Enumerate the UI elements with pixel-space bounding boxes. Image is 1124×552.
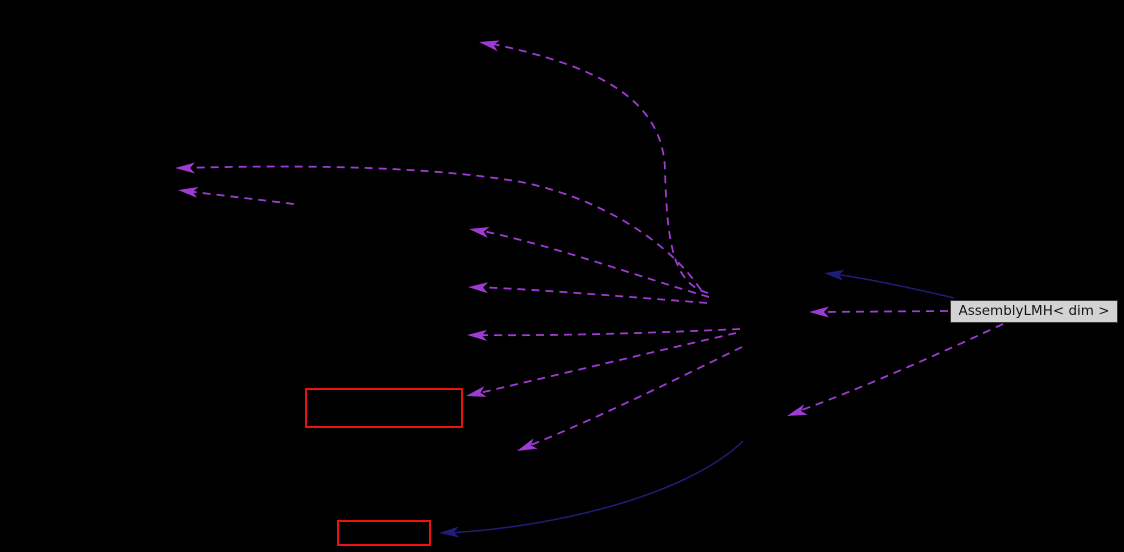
arrowhead <box>467 329 488 341</box>
truncated-node-1[interactable] <box>305 388 463 428</box>
arrowhead <box>787 404 808 416</box>
usage-edge-to-truncated-node-1 <box>466 332 737 397</box>
arrowhead <box>824 269 845 281</box>
arrowhead <box>178 186 199 198</box>
arrowhead <box>517 438 538 451</box>
usage-edge-to-lower-node <box>517 346 743 451</box>
usage-edge-to-mid-node-2 <box>468 282 708 304</box>
node-assemblylmh[interactable]: AssemblyLMH< dim > <box>950 300 1118 323</box>
arrowhead <box>466 386 487 397</box>
inheritance-edge-to-truncated-node-2 <box>439 440 744 538</box>
usage-edge-assemblylmh-to-lower-node <box>787 323 1004 416</box>
usage-edge-to-left-node-1 <box>175 162 702 291</box>
arrowhead <box>175 162 195 174</box>
arrowhead <box>439 526 460 538</box>
usage-edge-to-mid-node-3 <box>467 328 741 341</box>
usage-edge-to-top-node <box>479 40 709 294</box>
inheritance-edge-assemblylmh-to-center <box>824 269 955 299</box>
usage-edge-to-mid-node-1 <box>469 227 710 298</box>
arrowhead <box>468 282 489 294</box>
truncated-node-2[interactable] <box>337 520 431 546</box>
usage-edge-to-left-node-2 <box>178 186 295 205</box>
arrowhead <box>809 306 829 318</box>
arrowhead <box>479 40 500 52</box>
usage-edge-assemblylmh-to-center <box>809 306 949 318</box>
arrowhead <box>469 227 490 238</box>
